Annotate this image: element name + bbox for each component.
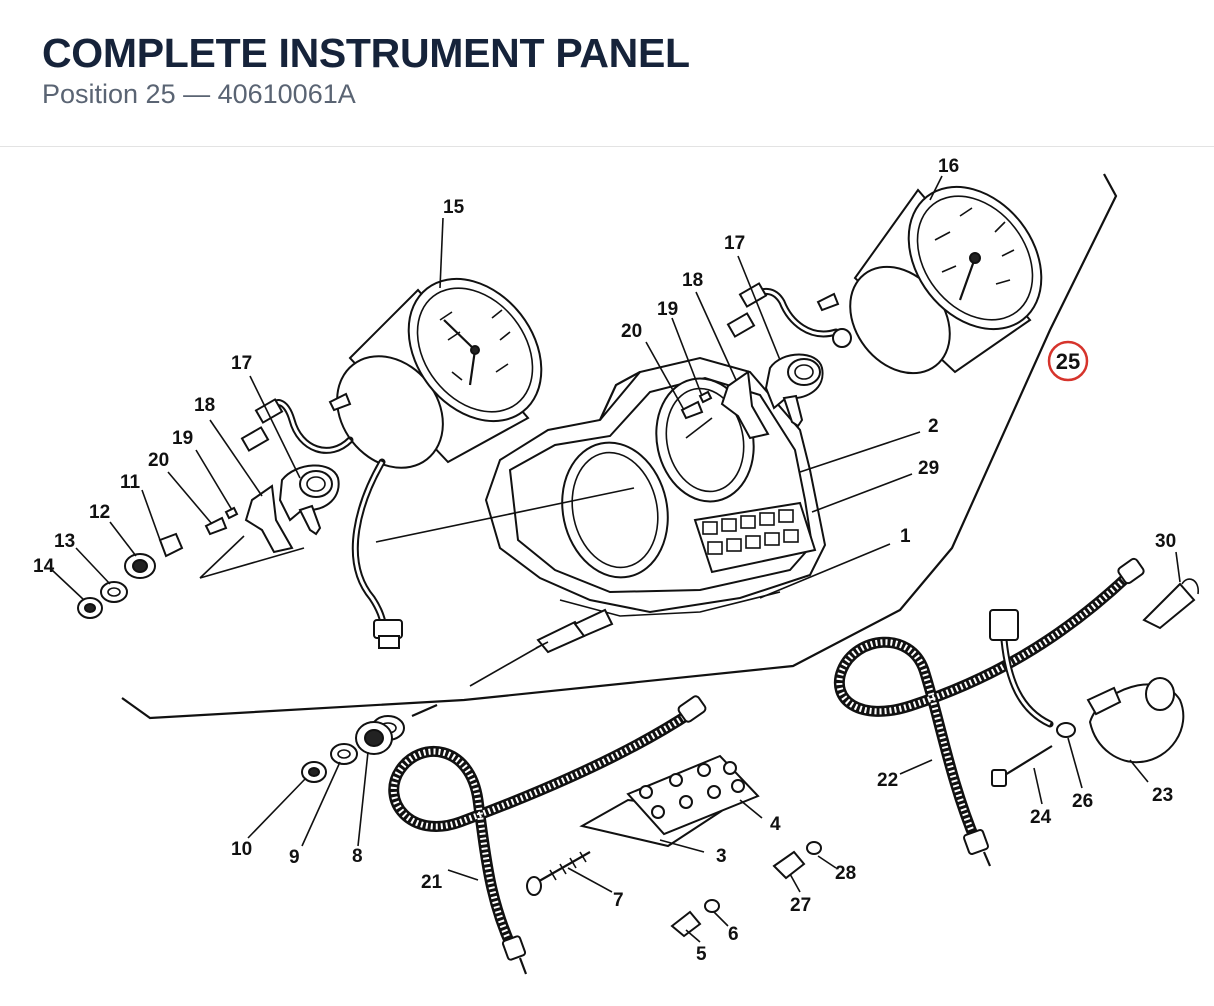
circuit-board	[526, 754, 760, 896]
callout-5: 5	[696, 944, 707, 965]
callout-19-right: 19	[657, 299, 678, 320]
callout-30: 30	[1155, 531, 1176, 552]
callout-24: 24	[1030, 807, 1052, 828]
bulbs	[670, 841, 822, 938]
callout-20-right: 20	[621, 321, 642, 342]
position-25-marker[interactable]: 25	[1047, 340, 1089, 382]
highlight-label: 25	[1056, 349, 1080, 374]
callout-27: 27	[790, 895, 811, 916]
leader-lines	[51, 175, 1181, 943]
left-bulb-holder-group	[204, 464, 340, 554]
callout-18-left: 18	[194, 395, 215, 416]
warning-light-panel	[693, 501, 817, 574]
callout-9: 9	[289, 847, 300, 868]
page-header: COMPLETE INSTRUMENT PANEL Position 25 — …	[0, 0, 1214, 147]
page-title: COMPLETE INSTRUMENT PANEL	[42, 30, 690, 76]
callout-13: 13	[54, 531, 75, 552]
callout-15: 15	[443, 197, 465, 218]
callout-3: 3	[716, 846, 727, 867]
mounting-hardware-lower	[301, 715, 405, 783]
callout-29: 29	[918, 458, 939, 479]
callout-23: 23	[1152, 785, 1173, 806]
callout-4: 4	[770, 814, 781, 835]
callout-16: 16	[938, 156, 959, 177]
rev-counter	[726, 185, 1043, 375]
page-subtitle: Position 25 — 40610061A	[42, 79, 356, 109]
mounting-hardware-left	[77, 532, 184, 619]
callout-21: 21	[421, 872, 443, 893]
callout-labels: 1 2 3 4 5 6 7 8 9 10 11 12 13 14 15 16 1…	[33, 156, 1176, 965]
callout-12: 12	[89, 502, 110, 523]
callout-17-right: 17	[724, 233, 745, 254]
ignition-switch	[989, 578, 1199, 787]
callout-8: 8	[352, 846, 363, 867]
callout-22: 22	[877, 770, 898, 791]
callout-10: 10	[231, 839, 252, 860]
callout-11: 11	[120, 472, 141, 493]
callout-17-left: 17	[231, 353, 252, 374]
assembly-boundary	[121, 173, 1118, 720]
callout-18-right: 18	[682, 270, 703, 291]
callout-6: 6	[728, 924, 739, 945]
callout-1: 1	[900, 526, 911, 547]
callout-20-left: 20	[148, 450, 169, 471]
callout-7: 7	[613, 890, 624, 911]
callout-2: 2	[928, 416, 939, 437]
speedometer	[240, 277, 543, 649]
callout-28: 28	[835, 863, 856, 884]
callout-19-left: 19	[172, 428, 193, 449]
callout-26: 26	[1072, 791, 1093, 812]
callout-14: 14	[33, 556, 55, 577]
right-bulb-holder-group	[680, 353, 824, 440]
highlight-ring	[1047, 340, 1089, 382]
speedometer-cable	[388, 695, 707, 975]
